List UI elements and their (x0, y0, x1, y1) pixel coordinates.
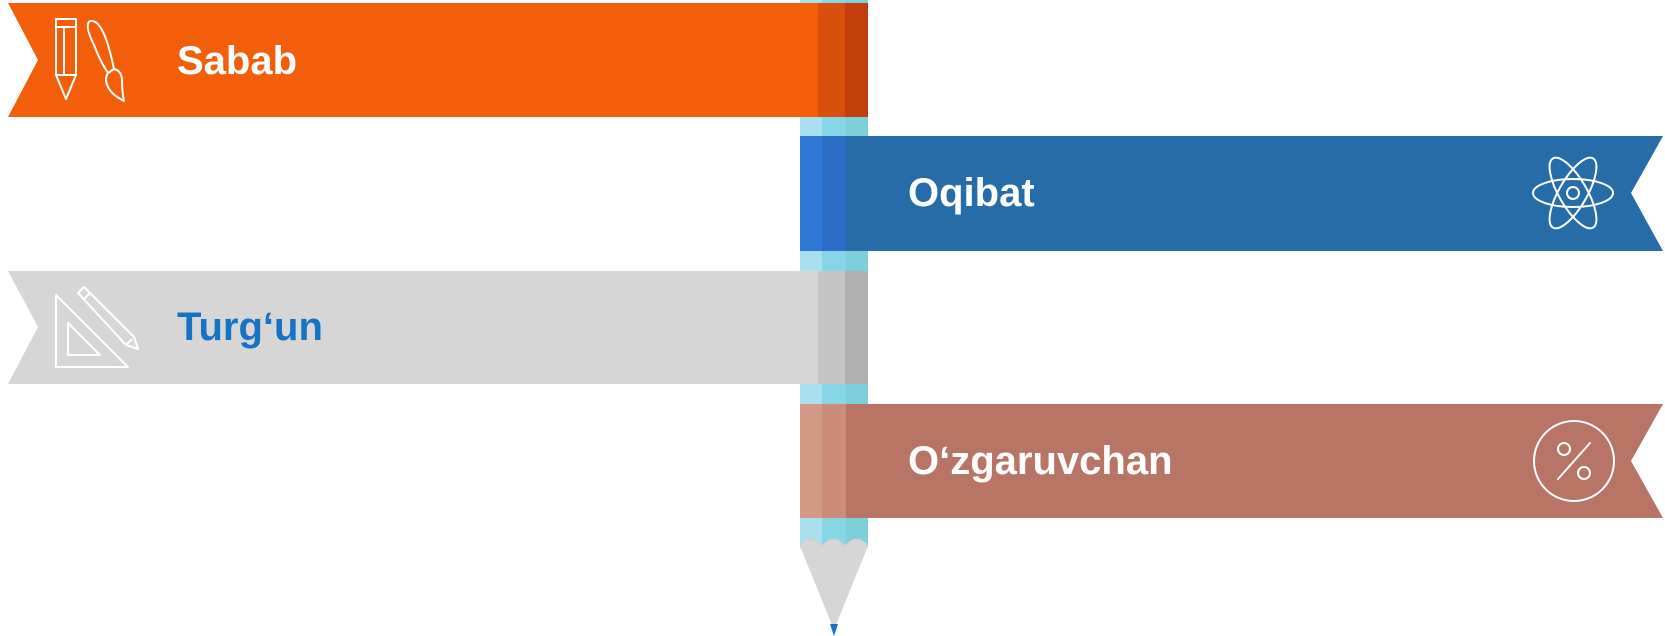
atom-icon (1530, 150, 1616, 236)
label-turgun: Turg‘un (177, 305, 323, 349)
ribbon-sabab-fold-dark (845, 3, 868, 117)
ribbon-turgun-fold-dark (845, 271, 868, 384)
label-ozgaruvchan: O‘zgaruvchan (908, 439, 1173, 483)
label-sabab: Sabab (177, 39, 298, 83)
pencil-and-brush-icon (52, 15, 132, 103)
pencil-lead (830, 624, 838, 636)
ribbon-turgun-fold (818, 271, 845, 384)
ribbon-oqibat-fold (800, 136, 822, 251)
ribbon-turgun (8, 271, 868, 384)
ruler-triangle-pencil-icon (54, 283, 140, 369)
pencil-tip (800, 540, 868, 630)
ribbon-ozgaruvchan-fold-mid (822, 404, 846, 518)
ribbon-ozgaruvchan (800, 404, 1663, 518)
percent-icon (1532, 419, 1616, 503)
ribbon-oqibat-fold-mid (822, 136, 846, 251)
ribbon-oqibat (800, 136, 1663, 251)
ribbon-sabab (8, 3, 868, 117)
ribbon-sabab-fold (818, 3, 845, 117)
ribbon-ozgaruvchan-fold (800, 404, 822, 518)
label-oqibat: Oqibat (908, 171, 1035, 215)
